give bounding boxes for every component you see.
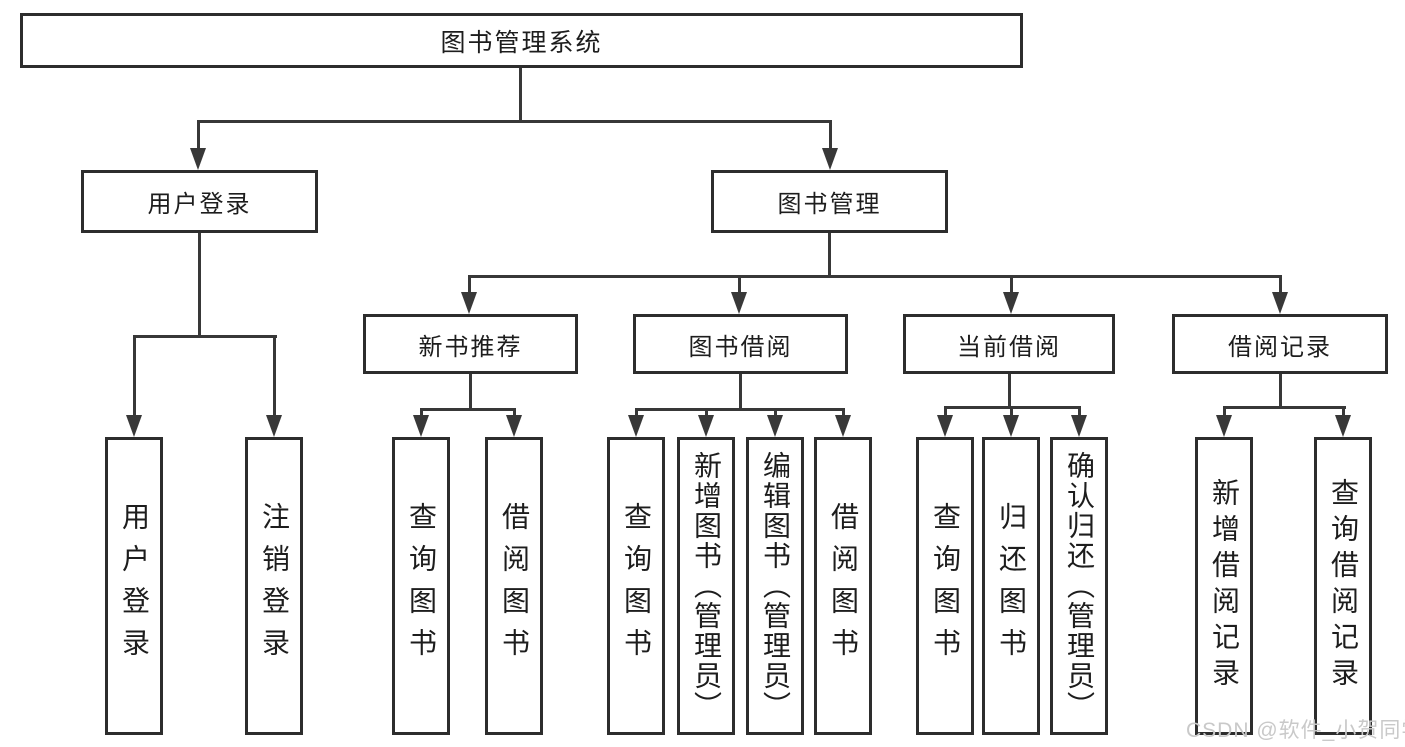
node-user-login-branch: 用户登录 <box>81 170 318 233</box>
connector-line <box>738 275 741 295</box>
leaf-add-borrow-record: 新增借阅记录 <box>1195 437 1253 735</box>
arrow-down-icon <box>937 415 953 437</box>
connector-line <box>1279 275 1282 295</box>
connector-line <box>635 408 638 418</box>
leaf-borrow-books-1: 借阅图书 <box>485 437 543 735</box>
connector-line <box>468 275 1282 278</box>
arrow-down-icon <box>126 415 142 437</box>
arrow-down-icon <box>1335 415 1351 437</box>
connector-line <box>1010 275 1013 295</box>
leaf-confirm-return-admin: 确认归还（管理员） <box>1050 437 1108 735</box>
leaf-query-books-1: 查询图书 <box>392 437 450 735</box>
connector-line <box>420 408 423 418</box>
node-borrow-records: 借阅记录 <box>1172 314 1388 374</box>
connector-line <box>1008 374 1011 406</box>
arrow-down-icon <box>767 415 783 437</box>
connector-line <box>1223 406 1226 418</box>
leaf-query-borrow-record: 查询借阅记录 <box>1314 437 1372 735</box>
leaf-user-login: 用户登录 <box>105 437 163 735</box>
leaf-edit-books-admin: 编辑图书（管理员） <box>746 437 804 735</box>
arrow-down-icon <box>1272 292 1288 314</box>
arrow-down-icon <box>1003 292 1019 314</box>
connector-line <box>273 335 276 417</box>
connector-line <box>774 408 777 418</box>
leaf-query-books-3: 查询图书 <box>916 437 974 735</box>
node-root: 图书管理系统 <box>20 13 1023 68</box>
arrow-down-icon <box>731 292 747 314</box>
connector-line <box>133 335 277 338</box>
arrow-down-icon <box>1071 415 1087 437</box>
arrow-down-icon <box>1003 415 1019 437</box>
connector-line <box>469 374 472 408</box>
node-book-management: 图书管理 <box>711 170 948 233</box>
arrow-down-icon <box>822 148 838 170</box>
arrow-down-icon <box>628 415 644 437</box>
arrow-down-icon <box>506 415 522 437</box>
connector-line <box>842 408 845 418</box>
arrow-down-icon <box>190 148 206 170</box>
arrow-down-icon <box>413 415 429 437</box>
arrow-down-icon <box>266 415 282 437</box>
node-new-book-recommend: 新书推荐 <box>363 314 578 374</box>
connector-line <box>519 68 522 120</box>
arrow-down-icon <box>835 415 851 437</box>
leaf-add-books-admin: 新增图书（管理员） <box>677 437 735 735</box>
leaf-borrow-books-2: 借阅图书 <box>814 437 872 735</box>
connector-line <box>420 408 516 411</box>
connector-line <box>1279 374 1282 406</box>
connector-line <box>739 374 742 408</box>
connector-line <box>513 408 516 418</box>
leaf-query-books-2: 查询图书 <box>607 437 665 735</box>
arrow-down-icon <box>698 415 714 437</box>
connector-line <box>197 120 200 150</box>
connector-line <box>133 335 136 417</box>
csdn-watermark: CSDN @软件_小贺同学 <box>1186 719 1405 742</box>
connector-line <box>1223 406 1346 409</box>
leaf-return-books: 归还图书 <box>982 437 1040 735</box>
connector-line <box>1342 406 1345 418</box>
node-current-borrowing: 当前借阅 <box>903 314 1115 374</box>
connector-line <box>197 120 832 123</box>
arrow-down-icon <box>1216 415 1232 437</box>
leaf-logout: 注销登录 <box>245 437 303 735</box>
connector-line <box>1078 406 1081 418</box>
connector-line <box>198 233 201 335</box>
arrow-down-icon <box>461 292 477 314</box>
node-book-borrowing: 图书借阅 <box>633 314 848 374</box>
connector-line <box>828 233 831 275</box>
connector-line <box>705 408 708 418</box>
connector-line <box>468 275 471 295</box>
connector-line <box>1010 406 1013 418</box>
connector-line <box>635 408 845 411</box>
connector-line <box>944 406 947 418</box>
connector-line <box>829 120 832 150</box>
